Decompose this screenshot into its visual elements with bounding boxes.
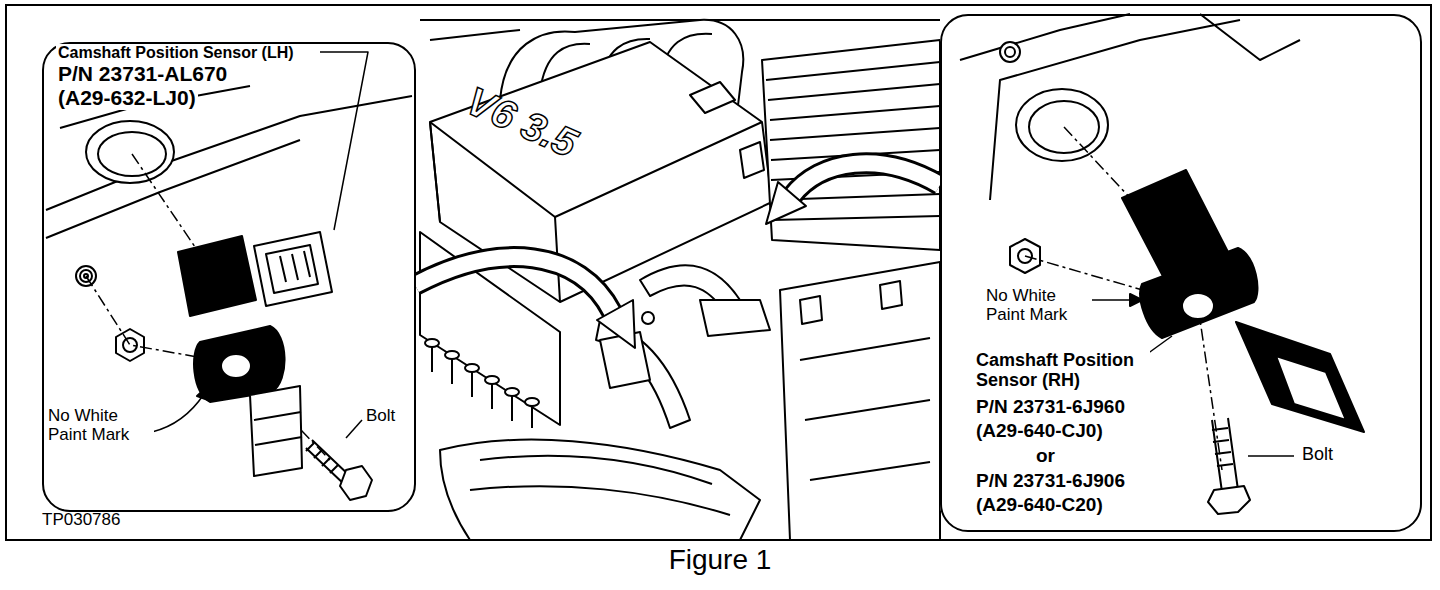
rh-sensor-drawing-part: [1182, 293, 1214, 319]
engine-drawing-part: [642, 312, 654, 324]
panel-ground-part: [940, 14, 1422, 532]
location-arrow: [415, 163, 940, 348]
engine-drawing-part: [762, 40, 940, 250]
part-code: (A29-632-LJ0): [56, 86, 198, 110]
figure-frame: TP030786Camshaft Position Sensor (LH)P/N…: [5, 4, 1432, 541]
location-arrow-part: [415, 257, 612, 312]
lh-sensor-drawing-part: [306, 443, 338, 473]
lh-sensor-drawing-part: [123, 338, 137, 352]
engine-drawing-part: [596, 320, 690, 428]
engine-drawing-part: [800, 281, 902, 324]
rh-sensor-drawing-part: [1248, 455, 1294, 457]
engine-drawing-part: [465, 364, 479, 372]
rh-sensor-drawing-part: [1276, 356, 1346, 420]
engine-drawing-part: [440, 440, 760, 540]
figure-caption: Figure 1: [0, 544, 1440, 576]
rh-sensor-drawing-part: [1212, 418, 1238, 492]
engine-drawing-part: [525, 398, 539, 406]
location-arrow-part: [766, 182, 806, 224]
lh-sensor-drawing-part: [340, 466, 372, 500]
part-name: Camshaft Position Sensor (RH): [974, 350, 1150, 390]
part-label: Bolt: [364, 406, 397, 425]
engine-drawing-part: [425, 339, 439, 347]
location-arrow-part: [792, 163, 940, 196]
rh-sensor-drawing: [960, 14, 1364, 514]
part-number: P/N 23731-6J906: [974, 470, 1127, 491]
part-code: (A29-640-C20): [974, 494, 1105, 515]
location-arrow-part: [415, 257, 612, 312]
panel-ground-part: [42, 42, 416, 512]
lh-sensor-drawing-part: [254, 412, 302, 445]
lh-sensor-drawing-part: [346, 420, 362, 438]
note-label: No White Paint Mark: [46, 406, 154, 444]
engine-drawing-part: [485, 376, 499, 384]
lh-sensor-drawing-part: [280, 251, 310, 282]
rh-sensor-drawing-part: [1005, 47, 1015, 57]
engine-drawing-part: [690, 82, 764, 178]
lh-sensor-drawing-part: [152, 394, 204, 432]
lh-sensor-drawing: [46, 52, 412, 500]
lh-sensor-drawing-part: [254, 232, 332, 306]
note-label: No White Paint Mark: [984, 286, 1092, 324]
location-arrow-part: [597, 300, 635, 348]
lh-sensor-drawing-part: [320, 52, 368, 230]
rh-sensor-panel: No White Paint MarkCamshaft Position Sen…: [940, 14, 1422, 532]
lh-sensor-drawing-part: [197, 386, 208, 400]
lh-sensor-drawing-part: [116, 329, 144, 361]
lh-sensor-drawing-part: [86, 121, 174, 183]
lh-sensor-drawing-part: [250, 386, 302, 476]
engine-drawing-part: [780, 262, 940, 540]
rh-sensor-drawing-part: [1130, 294, 1142, 306]
engine-drawing-part: [470, 456, 730, 515]
figure-code: TP030786: [40, 510, 122, 529]
rh-sensor-drawing-part: [1010, 239, 1040, 273]
engine-drawing-part: [505, 388, 519, 396]
rh-sensor-drawing-part: [1208, 486, 1250, 514]
engine-drawing-part: [700, 300, 770, 336]
panel-ground: [42, 14, 1422, 532]
part-name: Camshaft Position Sensor (LH): [56, 44, 296, 62]
part-code: (A29-640-CJ0): [974, 420, 1105, 441]
engine-drawing-part: [800, 338, 930, 480]
engine-drawing-part: [445, 351, 459, 359]
part-label: Bolt: [1300, 444, 1335, 464]
rh-sensor-drawing-part: [1018, 249, 1032, 263]
conjunction-text: or: [1034, 445, 1057, 466]
location-arrow-part: [792, 163, 940, 196]
engine-drawing-part: [432, 345, 532, 428]
part-number: P/N 23731-6J960: [974, 396, 1127, 417]
part-number: P/N 23731-AL670: [56, 62, 229, 86]
lh-sensor-panel: Camshaft Position Sensor (LH)P/N 23731-A…: [42, 42, 416, 512]
lh-sensor-drawing-part: [266, 245, 318, 293]
rh-sensor-drawing-part: [1000, 42, 1020, 62]
lh-sensor-drawing-part: [178, 236, 256, 316]
rh-sensor-drawing-part: [1236, 322, 1364, 432]
rh-sensor-drawing-part: [1212, 428, 1233, 466]
rh-sensor-drawing-part: [1016, 89, 1108, 161]
engine-drawing: [420, 20, 940, 540]
lh-sensor-drawing-part: [221, 354, 251, 378]
rh-sensor-drawing-part: [960, 14, 1300, 200]
